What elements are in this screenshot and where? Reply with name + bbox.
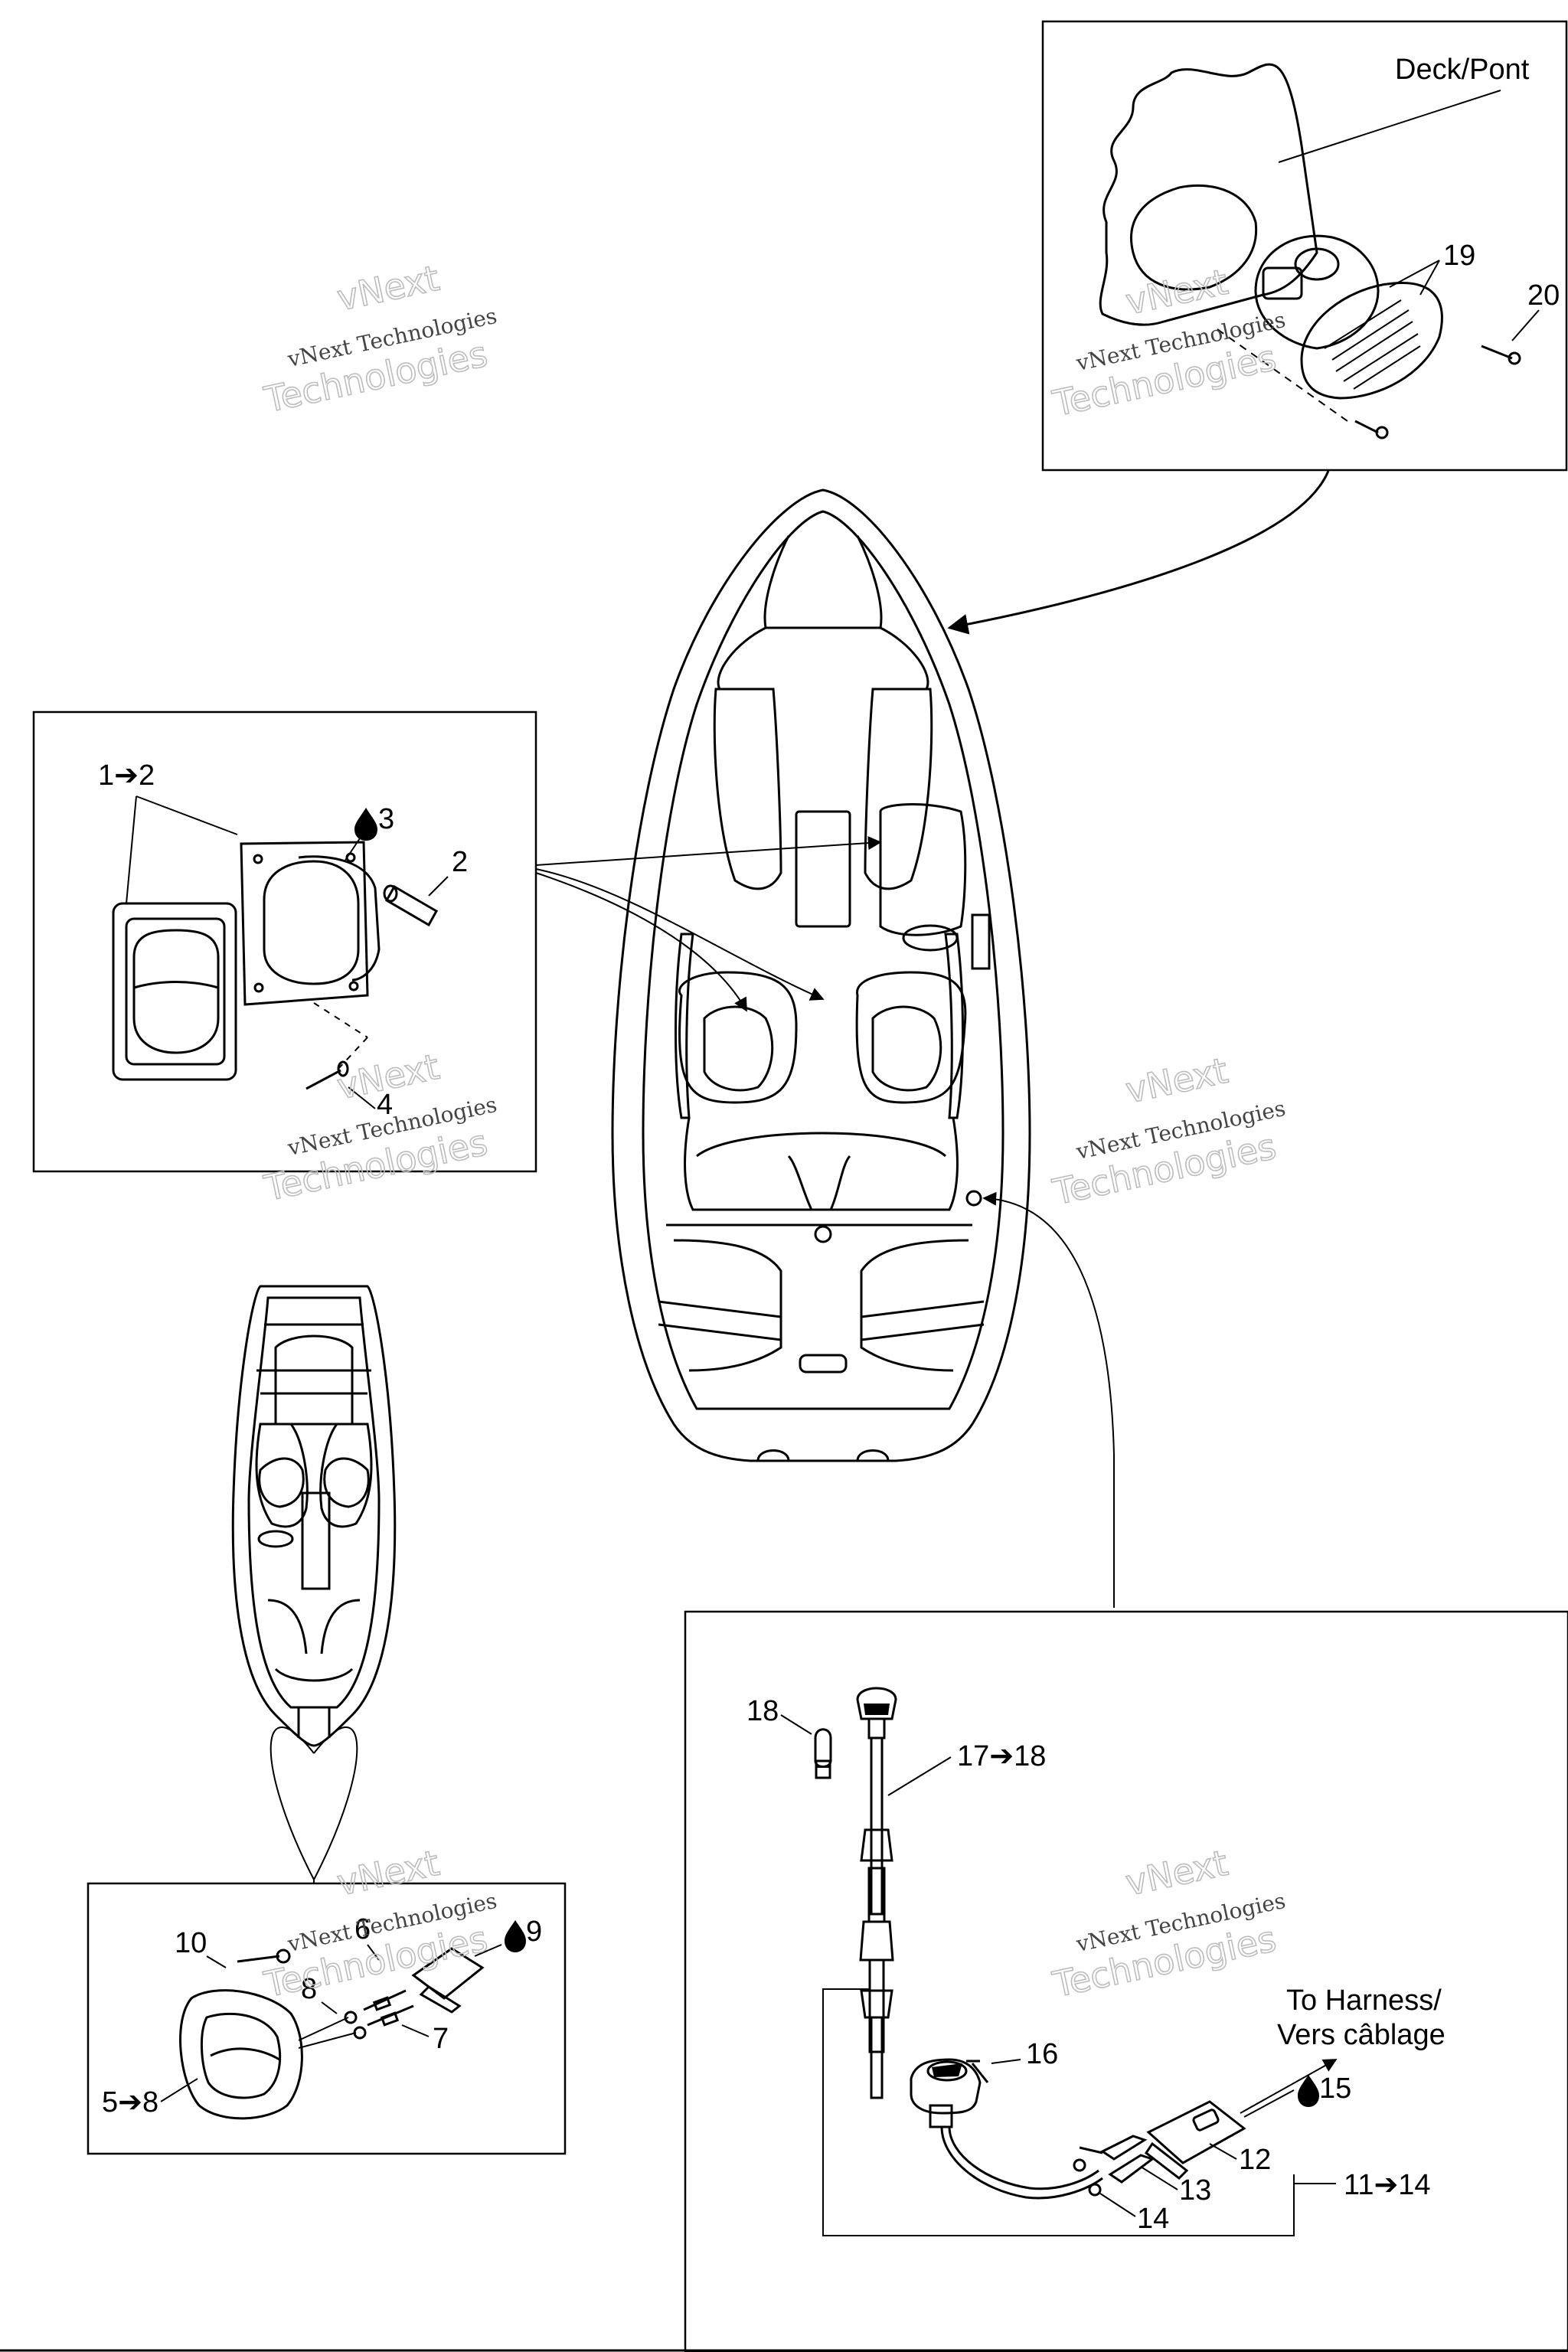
horn-speaker	[1254, 234, 1443, 400]
stern-light-detail-box	[87, 1882, 567, 2155]
main-boat	[611, 488, 1031, 1462]
label-3: 3	[378, 803, 394, 835]
small-boat	[231, 1285, 397, 1747]
deck-panel	[1099, 63, 1318, 326]
watermark-3: vNext vNext Technologies Technologies	[260, 1045, 499, 1210]
nav-light-leader	[982, 1191, 1115, 1608]
nav-light-pole	[856, 1687, 897, 2099]
label-10: 10	[175, 1927, 207, 1959]
label-9: 9	[526, 1916, 542, 1948]
label-1to2: 1➔2	[98, 760, 155, 792]
label-12: 12	[1239, 2144, 1271, 2176]
nav-light-socket	[910, 2058, 1103, 2200]
label-5to8: 5➔8	[102, 2086, 158, 2118]
label-16: 16	[1026, 2038, 1058, 2070]
nav-wiring-bracket	[822, 1988, 1295, 2236]
screw-16	[966, 2060, 989, 2083]
dome-light-bezel	[112, 902, 237, 1081]
nav-light-detail-box	[684, 1610, 1568, 2352]
svg-text:vNext: vNext	[334, 257, 443, 319]
deck-label: Deck/Pont	[1395, 54, 1530, 86]
label-6: 6	[354, 1913, 371, 1945]
watermark-6: vNext vNext Technologies Technologies	[1048, 1841, 1288, 2006]
dome-light-detail-box	[32, 710, 537, 1173]
label-19: 19	[1443, 240, 1475, 272]
label-13: 13	[1179, 2174, 1211, 2207]
terminals-7-8	[344, 1989, 414, 2040]
label-to-harness: To Harness/	[1286, 1984, 1442, 2017]
svg-text:vNext: vNext	[1122, 261, 1232, 323]
label-11to14: 11➔14	[1344, 2169, 1431, 2201]
bulb-18	[814, 1728, 832, 1779]
drop-icon-9	[505, 1920, 526, 1952]
label-15: 15	[1319, 2073, 1351, 2105]
label-14: 14	[1137, 2203, 1169, 2235]
screw-10	[237, 1949, 291, 1964]
label-17to18: 17➔18	[957, 1740, 1046, 1772]
svg-text:vNext: vNext	[1122, 1050, 1232, 1112]
horn-detail-box	[1041, 20, 1568, 472]
label-2: 2	[452, 846, 468, 878]
connector-6	[411, 1947, 485, 2014]
screw-horn	[1354, 420, 1389, 439]
label-4: 4	[377, 1089, 393, 1121]
harness-arrow	[1240, 2059, 1338, 2114]
svg-text:vNext: vNext	[334, 1842, 443, 1904]
drop-icon-3	[354, 808, 377, 841]
svg-text:vNext: vNext	[1122, 1842, 1232, 1904]
drop-icon-15	[1298, 2075, 1319, 2107]
terminals-13-14	[1073, 2135, 1155, 2197]
stern-light-lens	[179, 1989, 303, 2120]
label-20: 20	[1527, 279, 1560, 312]
screw-20	[1481, 345, 1521, 365]
horn-leader-arrow	[947, 470, 1330, 635]
label-8: 8	[301, 1973, 317, 2005]
label-18-bulb: 18	[746, 1695, 779, 1727]
label-vers-cablage: Vers câblage	[1277, 2019, 1446, 2051]
connector-12	[1144, 2100, 1246, 2180]
label-7: 7	[433, 2023, 449, 2055]
dome-light-housing	[240, 841, 381, 1006]
stern-light-leader	[270, 1726, 358, 1882]
watermark-1: vNext vNext Technologies Technologies	[260, 256, 499, 421]
watermark-4: vNext vNext Technologies Technologies	[1048, 1049, 1288, 1214]
bulb-2	[383, 884, 439, 927]
